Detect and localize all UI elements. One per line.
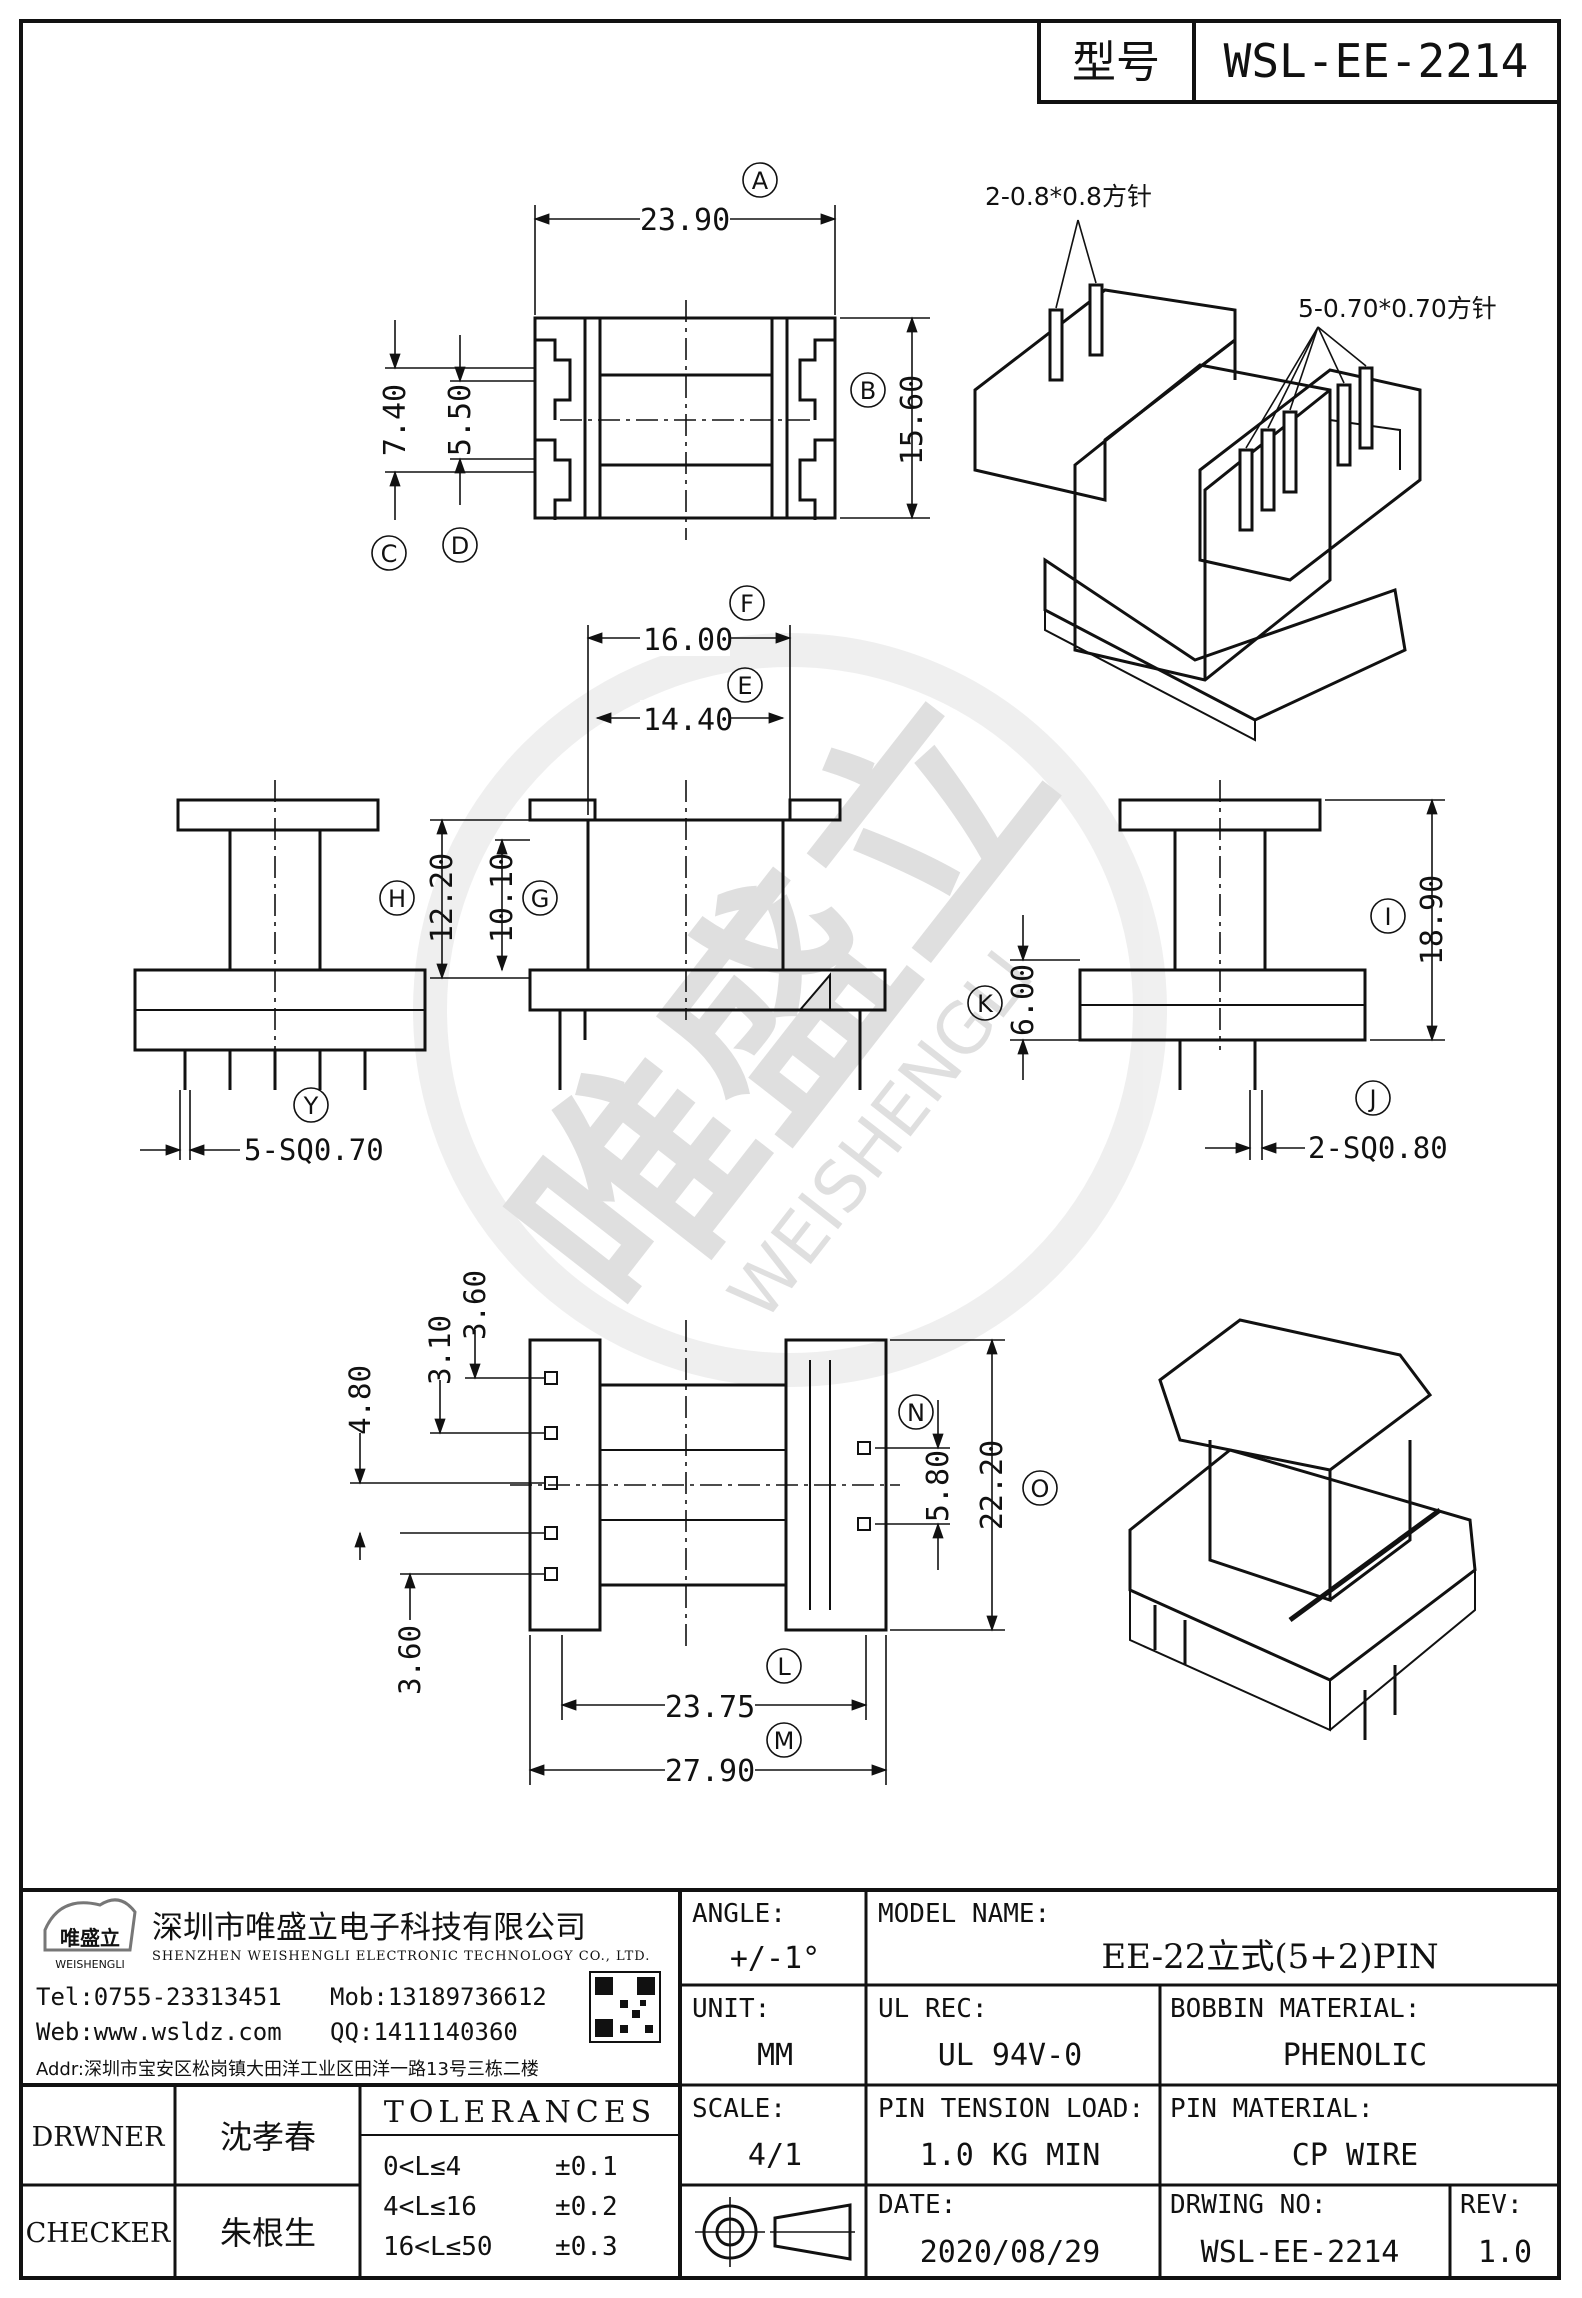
dim-o-value: 22.20 [975,1440,1010,1530]
company-name-en: SHENZHEN WEISHENGLI ELECTRONIC TECHNOLOG… [152,1949,650,1964]
scale-label: SCALE: [692,2094,786,2124]
side-view-right: 18.90 I 6.00 K 2-SQ0.80 J [967,780,1450,1165]
pin-material-value: CP WIRE [1292,2138,1418,2173]
logo-subtext: WEISHENGLI [55,1958,124,1971]
dim-j-value: 2-SQ0.80 [1308,1131,1448,1165]
dim-pitch-360a: 3.60 [458,1270,492,1340]
checker-name: 朱根生 [220,2214,316,2252]
dim-b-label: B [860,377,876,405]
dim-e-label: E [737,672,752,700]
dim-j-label: J [1367,1085,1376,1113]
dim-i-value: 18.90 [1415,875,1450,965]
bottom-view: 22.20 O 5.80 N 23.75 L 27.90 M 3.60 [343,1270,1058,1789]
dim-e-value: 14.40 [643,703,733,738]
dim-d-label: D [451,532,469,560]
tol-value-3: ±0.3 [555,2232,618,2262]
checker-label: CHECKER [26,2218,171,2249]
dim-f-value: 16.00 [643,623,733,658]
date-label: DATE: [878,2190,956,2220]
dim-a-value: 23.90 [640,203,730,238]
tol-range-2: 4<L≤16 [383,2192,477,2222]
ul-value: UL 94V-0 [938,2038,1083,2073]
title-block: 唯盛立 WEISHENGLI 深圳市唯盛立电子科技有限公司 SHENZHEN W… [21,1888,1559,2278]
sheet-border [19,19,1561,2280]
dim-h-label: H [388,885,406,913]
tol-range-1: 0<L≤4 [383,2152,461,2182]
dim-o-label: O [1031,1475,1050,1503]
dim-i-label: I [1384,903,1391,931]
rev-value: 1.0 [1478,2235,1532,2270]
tol-value-2: ±0.2 [555,2192,618,2222]
scale-value: 4/1 [748,2138,802,2173]
unit-label: UNIT: [692,1994,770,2024]
dim-f-label: F [740,590,754,618]
dim-k-value: 6.00 [1006,964,1041,1036]
dim-c-label: C [381,540,398,568]
iso-view-top: 2-0.8*0.8方针 5-0.70*0.70方针 [973,182,1497,742]
projection-symbol-icon [695,2197,855,2267]
ul-label: UL REC: [878,1994,988,2024]
pin-tension-value: 1.0 KG MIN [920,2138,1101,2173]
callout-pins-large: 5-0.70*0.70方针 [1298,294,1497,323]
bobbin-material-label: BOBBIN MATERIAL: [1170,1994,1420,2024]
dim-pitch-310: 3.10 [423,1315,457,1385]
model-name-value: EE-22立式(5+2)PIN [1101,1937,1438,1977]
company-addr: Addr:深圳市宝安区松岗镇大田洋工业区田洋一路13号三栋二楼 [36,2059,539,2080]
dim-a-label: A [752,167,769,195]
unit-value: MM [757,2038,793,2073]
dim-l-value: 23.75 [665,1690,755,1725]
pin-material-label: PIN MATERIAL: [1170,2094,1374,2124]
tol-range-3: 16<L≤50 [383,2232,493,2262]
dim-h-value: 12.20 [425,853,460,943]
bobbin-material-value: PHENOLIC [1283,2038,1428,2073]
drawing-no-value: WSL-EE-2214 [1201,2235,1400,2270]
dim-pitch-360b: 3.60 [393,1625,427,1695]
dim-d-value: 5.50 [443,384,478,456]
dim-l-label: L [777,1653,791,1681]
front-section-view: 16.00 F 14.40 E 12.20 H 10.10 G [379,585,887,1090]
rev-label: REV: [1460,2190,1523,2220]
side-view-left: 5-SQ0.70 Y [133,780,427,1167]
model-name-label: MODEL NAME: [878,1899,1050,1929]
company-name-cn: 深圳市唯盛立电子科技有限公司 [152,1910,586,1946]
dim-m-label: M [774,1727,795,1755]
dim-n-value: 5.80 [921,1450,956,1522]
company-qq: QQ:1411140360 [330,2018,518,2046]
company-mob: Mob:13189736612 [330,1983,547,2011]
drawer-name: 沈孝春 [220,2118,316,2156]
dim-y-label: Y [303,1092,319,1120]
dim-b-value: 15.60 [895,375,930,465]
dim-m-value: 27.90 [665,1754,755,1789]
pin-tension-label: PIN TENSION LOAD: [878,2094,1144,2124]
model-label: 型号 [1072,37,1160,88]
angle-value: +/-1° [730,1941,820,1976]
logo-text: 唯盛立 [60,1926,120,1950]
iso-view-bottom [1128,1318,1477,1740]
tolerances-title: TOLERANCES [384,2095,656,2130]
model-number: WSL-EE-2214 [1224,34,1529,88]
callout-pins-small: 2-0.8*0.8方针 [985,182,1152,211]
dim-c-value: 7.40 [378,384,413,456]
qr-code-icon[interactable] [589,1971,661,2043]
dim-k-label: K [977,990,994,1018]
header-model-box: 型号 WSL-EE-2214 [1037,19,1561,104]
angle-label: ANGLE: [692,1899,786,1929]
dim-g-label: G [531,885,550,913]
dim-y-value: 5-SQ0.70 [244,1133,384,1167]
company-tel: Tel:0755-23313451 [36,1983,282,2011]
company-logo: 唯盛立 WEISHENGLI [43,1898,137,1971]
tol-value-1: ±0.1 [555,2152,618,2182]
drawer-label: DRWNER [32,2122,165,2153]
dim-g-value: 10.10 [485,853,520,943]
drawing-no-label: DRWING NO: [1170,2190,1327,2220]
dim-n-label: N [907,1399,925,1427]
top-view: 23.90 A 15.60 B 7.40 C 5.50 D [371,162,930,571]
dim-pitch-480: 4.80 [343,1365,377,1435]
date-value: 2020/08/29 [920,2235,1101,2270]
company-web: Web:www.wsldz.com [36,2018,282,2046]
